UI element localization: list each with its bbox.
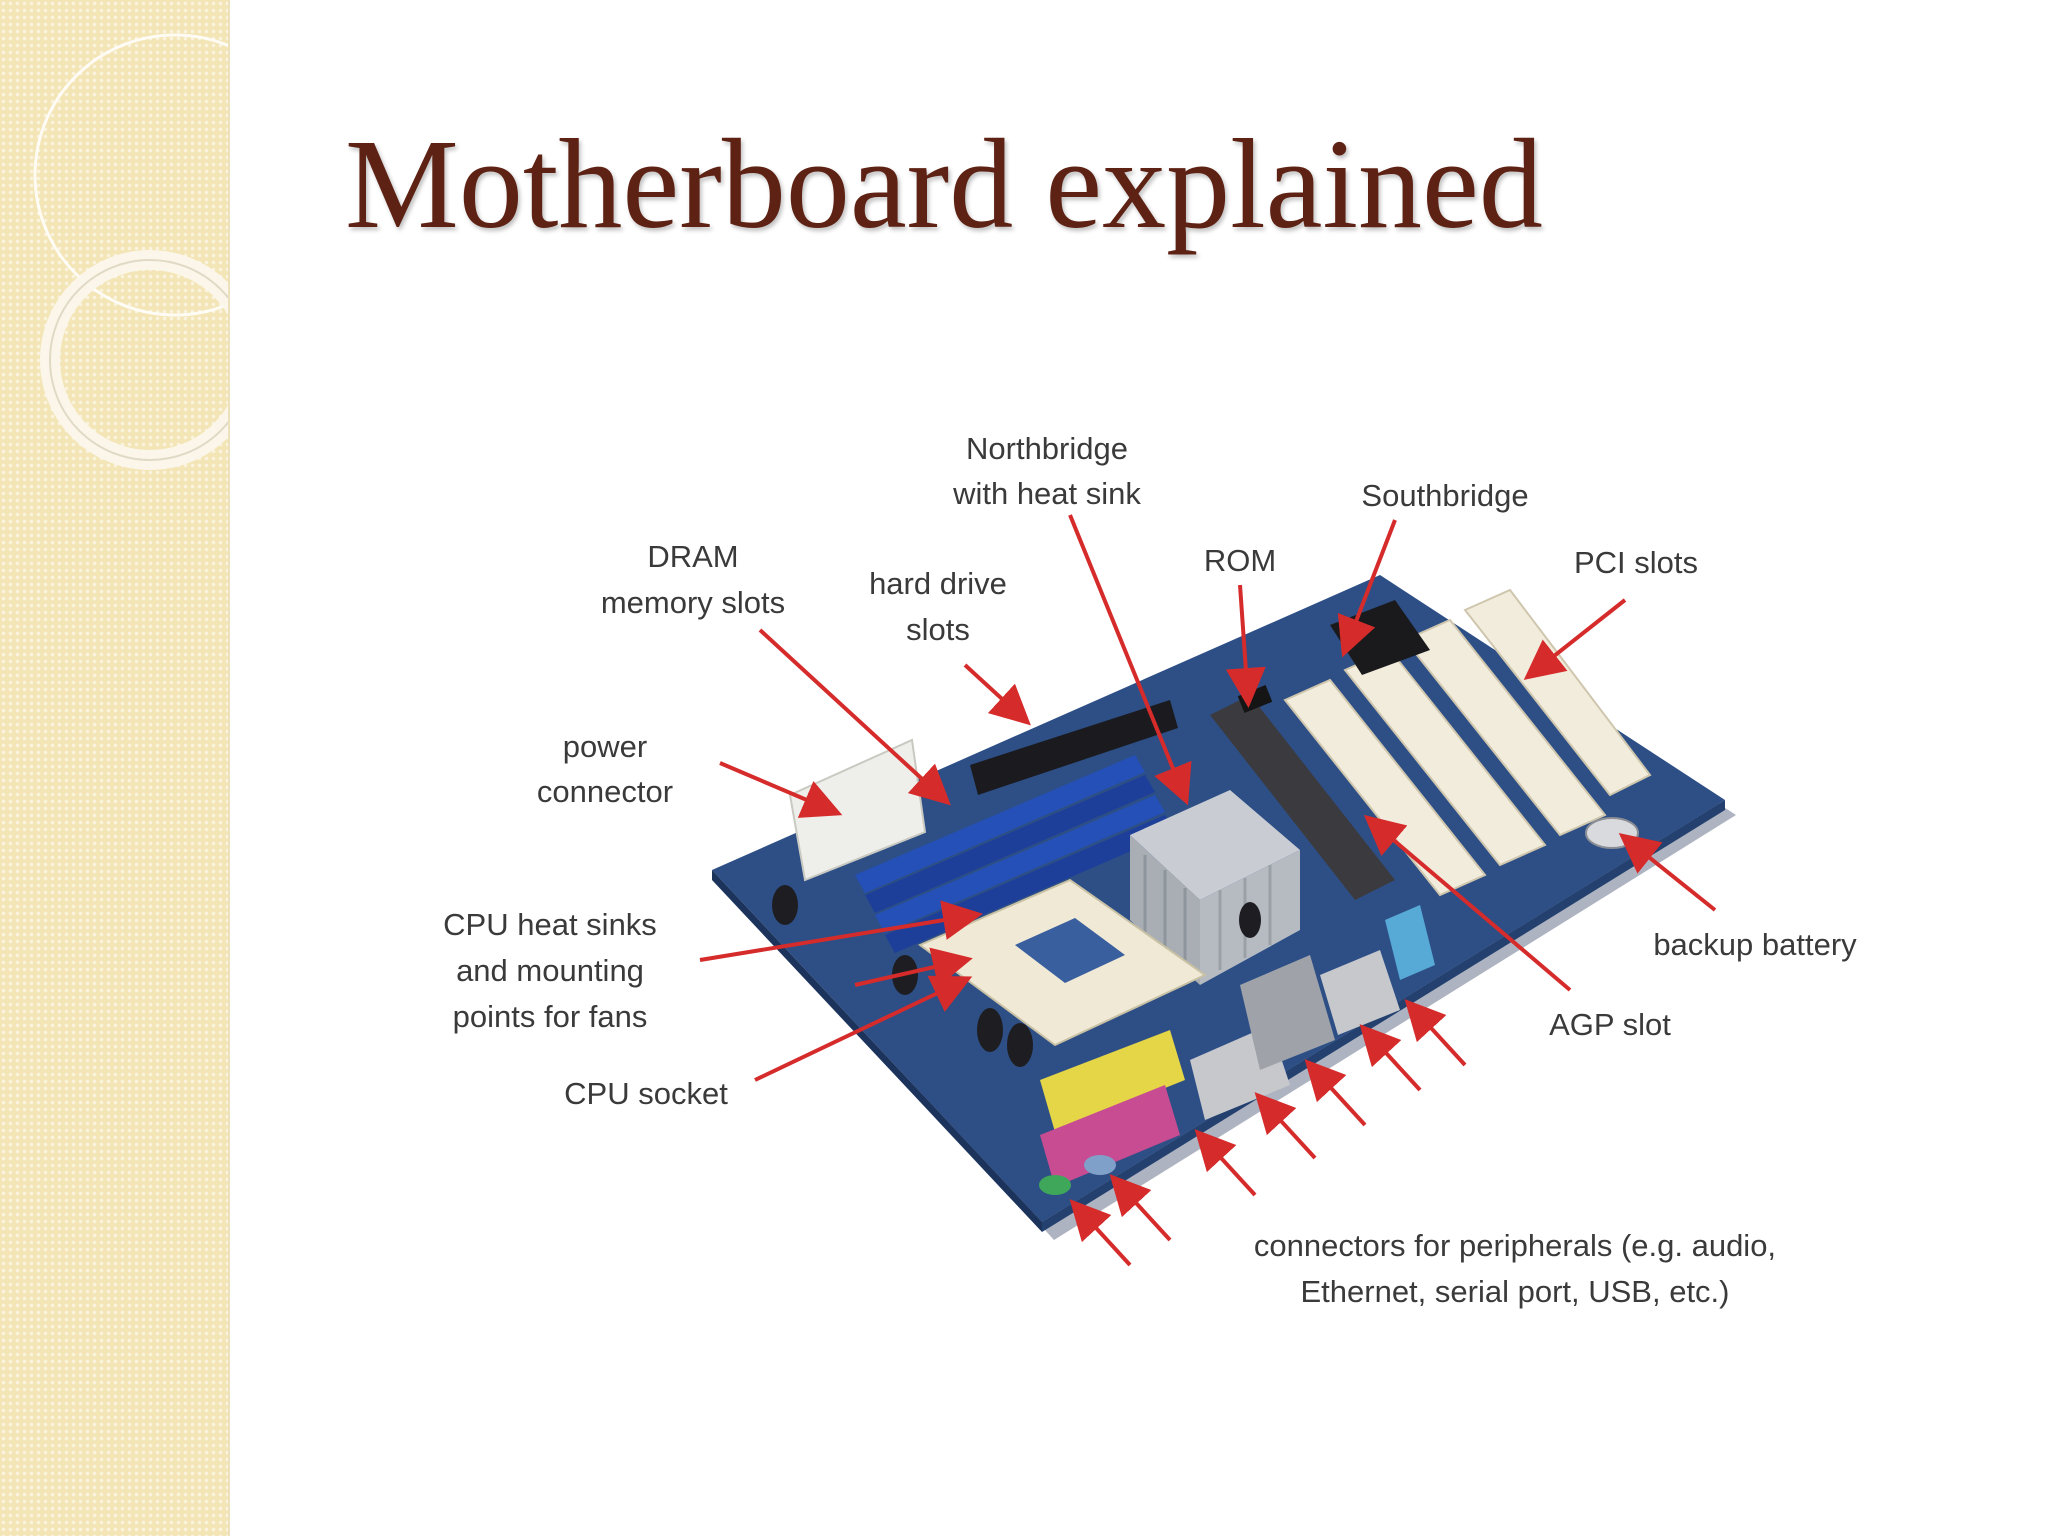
arrow-backup-battery <box>1618 833 1717 912</box>
label-cpu-socket: CPU socket <box>564 1076 728 1111</box>
label-southbridge: Southbridge <box>1361 478 1528 513</box>
arrow-power <box>719 761 843 818</box>
arrow-northbridge <box>1068 514 1192 806</box>
arrow-peripheral-7 <box>1404 999 1467 1067</box>
label-northbridge-line1: Northbridge <box>966 431 1128 466</box>
label-hard-drive-line2: slots <box>906 612 970 647</box>
label-northbridge-line2: with heat sink <box>952 476 1141 511</box>
label-agp-slot: AGP slot <box>1549 1007 1671 1042</box>
label-connectors-line1: connectors for peripherals (e.g. audio, <box>1254 1228 1776 1263</box>
ide-connectors <box>970 700 1178 795</box>
label-connectors-line2: Ethernet, serial port, USB, etc.) <box>1300 1274 1729 1309</box>
decorative-side-band <box>0 0 230 1536</box>
arrow-rom <box>1225 584 1266 708</box>
label-dram-line1: DRAM <box>647 539 738 574</box>
arrow-peripheral-2 <box>1109 1174 1172 1242</box>
label-cpu-heat-sinks-line3: points for fans <box>453 999 648 1034</box>
arrow-cpu-heat-sinks <box>699 900 983 962</box>
diagram-labels: Northbridge with heat sink Southbridge R… <box>443 431 1857 1309</box>
decorative-circles <box>33 33 228 470</box>
label-cpu-heat-sinks-line2: and mounting <box>456 953 644 988</box>
dram-slots <box>855 755 1175 953</box>
arrow-pci <box>1523 598 1627 680</box>
arrow-hard-drive <box>963 663 1031 726</box>
label-backup-battery: backup battery <box>1653 927 1857 962</box>
power-connector-block <box>788 738 927 882</box>
motherboard-photo <box>712 575 1736 1240</box>
arrow-peripheral-1 <box>1069 1199 1132 1267</box>
arrow-cpu-socket <box>754 975 973 1082</box>
cpu-socket-block <box>918 878 1207 1047</box>
arrow-dram <box>758 628 951 806</box>
label-dram-line2: memory slots <box>601 585 785 620</box>
label-hard-drive-line1: hard drive <box>869 566 1007 601</box>
io-panel <box>1039 905 1435 1195</box>
arrow-agp <box>1363 814 1572 992</box>
label-rom: ROM <box>1204 543 1276 578</box>
arrow-peripheral-6 <box>1359 1024 1422 1092</box>
label-cpu-heat-sinks-line1: CPU heat sinks <box>443 907 657 942</box>
label-power-line1: power <box>563 729 647 764</box>
label-power-line2: connector <box>537 774 673 809</box>
arrow-peripheral-4 <box>1254 1092 1317 1160</box>
arrow-peripheral-5 <box>1304 1059 1367 1127</box>
label-pci-slots: PCI slots <box>1574 545 1698 580</box>
arrow-cpu-heat-sinks-2 <box>854 947 973 987</box>
slide-title: Motherboard explained <box>345 113 1543 255</box>
label-arrows <box>699 514 1717 1267</box>
agp-slot <box>1210 695 1395 900</box>
capacitors <box>772 885 1261 1067</box>
pci-slots <box>1283 588 1652 897</box>
arrow-southbridge <box>1337 519 1397 658</box>
board-edge <box>712 870 1042 1232</box>
arrow-peripheral-3 <box>1194 1129 1257 1197</box>
